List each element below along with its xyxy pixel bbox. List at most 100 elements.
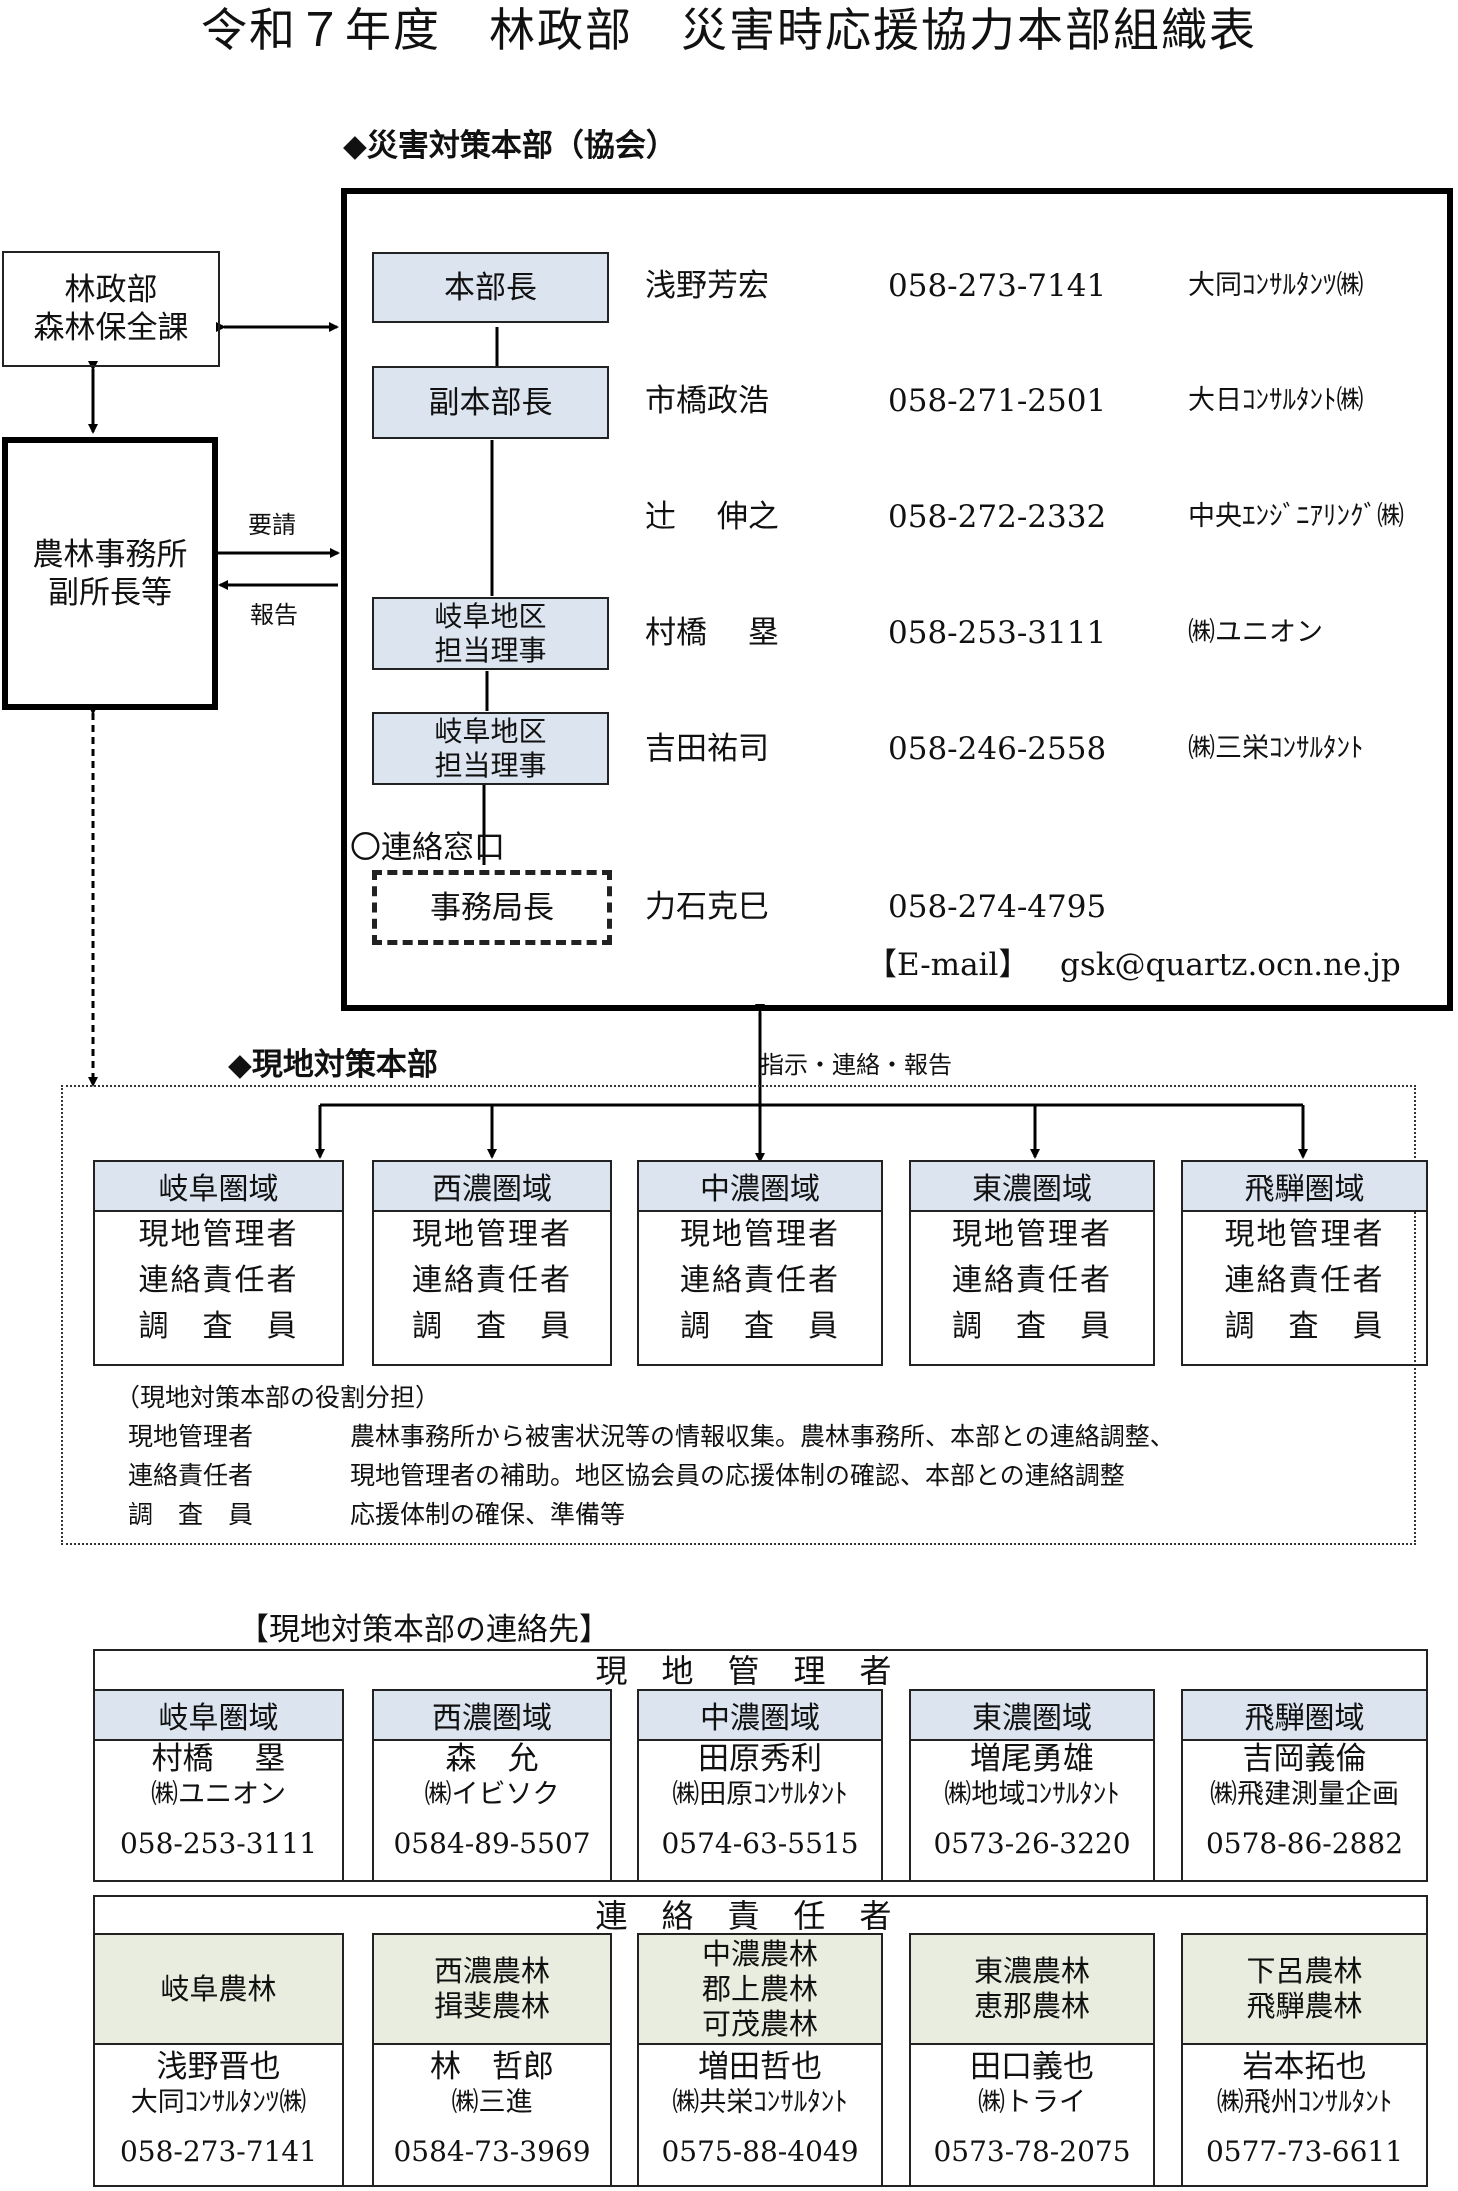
- region-role-4c: 調 査 員: [952, 1309, 1112, 1344]
- hq-phone-5: 058-246-2558: [888, 731, 1107, 767]
- manager-phone-2: 0584-89-5507: [393, 1827, 591, 1860]
- hq-company-2: 大日ｺﾝｻﾙﾀﾝﾄ㈱: [1188, 385, 1364, 416]
- hq-heading: ◆災害対策本部（協会）: [343, 128, 677, 164]
- region-card-4: 東濃圏域 現地管理者 連絡責任者 調 査 員: [909, 1160, 1155, 1366]
- manager-phone-3: 0574-63-5515: [661, 1827, 859, 1860]
- hq-role-box-1: 本部長: [372, 252, 609, 323]
- manager-phone-1: 058-253-3111: [119, 1827, 318, 1860]
- liaison-company-2: ㈱三進: [451, 2087, 533, 2118]
- hq-role-4: 岐阜地区 担当理事: [434, 599, 547, 667]
- hq-role-box-5: 岐阜地区 担当理事: [372, 712, 609, 785]
- manager-company-5: ㈱飛建測量企画: [1210, 1779, 1399, 1810]
- manager-company-2: ㈱イビソク: [424, 1779, 560, 1810]
- liaison-name-1: 浅野晋也: [156, 2049, 281, 2085]
- manager-phone-5: 0578-86-2882: [1205, 1827, 1404, 1860]
- liaison-company-4: ㈱トライ: [978, 2087, 1086, 2118]
- liaison-name-4: 田口義也: [970, 2049, 1094, 2085]
- duty-desc-2: 現地管理者の補助。地区協会員の応援体制の確認、本部との連絡調整: [350, 1461, 1125, 1490]
- hq-phone-2: 058-271-2501: [888, 383, 1107, 419]
- field-heading: ◆現地対策本部: [228, 1047, 438, 1083]
- duties-title: （現地対策本部の役割分担）: [115, 1383, 441, 1412]
- hq-role-box-2: 副本部長: [372, 366, 609, 439]
- hq-company-3: 中央ｴﾝｼﾞﾆｱﾘﾝｸﾞ㈱: [1188, 501, 1404, 532]
- region-role-1a: 現地管理者: [138, 1217, 299, 1252]
- liaison-card-4: 東濃農林 恵那農林 田口義也 ㈱トライ 0573-78-2075: [909, 1933, 1155, 2187]
- manager-name-4: 増尾勇雄: [970, 1741, 1094, 1777]
- liaison-phone-2: 0584-73-3969: [393, 2135, 591, 2168]
- liaison-company-3: ㈱共栄ｺﾝｻﾙﾀﾝﾄ: [672, 2087, 848, 2118]
- manager-region-1: 岐阜圏域: [95, 1691, 342, 1741]
- region-card-5: 飛騨圏域 現地管理者 連絡責任者 調 査 員: [1181, 1160, 1428, 1366]
- secretary-name: 力石克巳: [645, 889, 769, 925]
- region-role-3c: 調 査 員: [680, 1309, 840, 1344]
- contacts-heading: 【現地対策本部の連絡先】: [238, 1612, 610, 1648]
- hq-company-4: ㈱ユニオン: [1188, 617, 1323, 648]
- manager-company-4: ㈱地域ｺﾝｻﾙﾀﾝﾄ: [944, 1779, 1120, 1810]
- manager-region-4: 東濃圏域: [911, 1691, 1153, 1741]
- region-role-3a: 現地管理者: [680, 1217, 840, 1252]
- manager-name-5: 吉岡義倫: [1242, 1741, 1367, 1777]
- liaison-card-1: 岐阜農林 浅野晋也 大同ｺﾝｻﾙﾀﾝﾂ㈱ 058-273-7141: [93, 1933, 344, 2187]
- region-role-1c: 調 査 員: [138, 1309, 299, 1344]
- request-label: 要請: [248, 511, 296, 539]
- manager-region-2: 西濃圏域: [374, 1691, 610, 1741]
- hq-role-2: 副本部長: [428, 384, 553, 421]
- liaison-phone-1: 058-273-7141: [119, 2135, 318, 2168]
- hq-name-5: 吉田祐司: [645, 731, 769, 767]
- manager-card-3: 中濃圏域 田原秀利 ㈱田原ｺﾝｻﾙﾀﾝﾄ 0574-63-5515: [637, 1689, 883, 1882]
- liaison-offices-3: 中濃農林 郡上農林 可茂農林: [639, 1935, 881, 2045]
- office-label: 農林事務所 副所長等: [32, 536, 188, 611]
- region-name-3: 中濃圏域: [639, 1162, 881, 1212]
- hq-role-1: 本部長: [444, 269, 537, 306]
- liaison-phone-4: 0573-78-2075: [933, 2135, 1131, 2168]
- report-label: 報告: [250, 601, 298, 629]
- secretary-role-box: 事務局長: [372, 870, 612, 945]
- manager-card-4: 東濃圏域 増尾勇雄 ㈱地域ｺﾝｻﾙﾀﾝﾄ 0573-26-3220: [909, 1689, 1155, 1882]
- hq-company-1: 大同ｺﾝｻﾙﾀﾝﾂ㈱: [1188, 270, 1364, 301]
- manager-company-3: ㈱田原ｺﾝｻﾙﾀﾝﾄ: [672, 1779, 848, 1810]
- hq-name-4: 村橋 塁: [645, 615, 779, 651]
- duty-desc-3: 応援体制の確保、準備等: [350, 1500, 626, 1529]
- liaison-phone-5: 0577-73-6611: [1205, 2135, 1404, 2168]
- forest-dept-label: 林政部 森林保全課: [33, 272, 189, 346]
- region-role-2b: 連絡責任者: [412, 1263, 572, 1298]
- email-label: 【E-mail】: [866, 947, 1030, 983]
- region-name-5: 飛騨圏域: [1183, 1162, 1426, 1212]
- duty-desc-1: 農林事務所から被害状況等の情報収集。農林事務所、本部との連絡調整、: [350, 1422, 1175, 1451]
- region-role-4a: 現地管理者: [952, 1217, 1112, 1252]
- region-role-5a: 現地管理者: [1224, 1217, 1385, 1252]
- page-title: 令和７年度 林政部 災害時応援協力本部組織表: [201, 3, 1257, 57]
- liaison-offices-1: 岐阜農林: [95, 1935, 342, 2045]
- region-card-1: 岐阜圏域 現地管理者 連絡責任者 調 査 員: [93, 1160, 344, 1366]
- email-address[interactable]: gsk@quartz.ocn.ne.jp: [1060, 947, 1401, 983]
- liaison-name-3: 増田哲也: [698, 2049, 822, 2085]
- managers-label: 現地管理者: [595, 1652, 926, 1690]
- liaison-phone-3: 0575-88-4049: [661, 2135, 859, 2168]
- region-role-5b: 連絡責任者: [1224, 1263, 1385, 1298]
- hq-phone-3: 058-272-2332: [888, 499, 1107, 535]
- region-role-2a: 現地管理者: [412, 1217, 572, 1252]
- region-role-1b: 連絡責任者: [138, 1263, 299, 1298]
- contact-label: 〇連絡窓口: [350, 830, 505, 866]
- liaison-offices-4: 東濃農林 恵那農林: [911, 1935, 1153, 2045]
- liaison-offices-5: 下呂農林 飛騨農林: [1183, 1935, 1426, 2045]
- region-role-5c: 調 査 員: [1224, 1309, 1385, 1344]
- manager-card-1: 岐阜圏域 村橋 塁 ㈱ユニオン 058-253-3111: [93, 1689, 344, 1882]
- manager-card-5: 飛騨圏域 吉岡義倫 ㈱飛建測量企画 0578-86-2882: [1181, 1689, 1428, 1882]
- liaison-card-2: 西濃農林 揖斐農林 林 哲郎 ㈱三進 0584-73-3969: [372, 1933, 612, 2187]
- duty-role-1: 現地管理者: [128, 1422, 254, 1451]
- manager-name-1: 村橋 塁: [151, 1741, 286, 1777]
- hq-role-box-4: 岐阜地区 担当理事: [372, 597, 609, 670]
- instruction-label: 指示・連絡・報告: [760, 1051, 952, 1079]
- liaison-name-5: 岩本拓也: [1242, 2049, 1367, 2085]
- hq-role-5: 岐阜地区 担当理事: [434, 714, 547, 782]
- liaison-card-3: 中濃農林 郡上農林 可茂農林 増田哲也 ㈱共栄ｺﾝｻﾙﾀﾝﾄ 0575-88-4…: [637, 1933, 883, 2187]
- liaison-offices-2: 西濃農林 揖斐農林: [374, 1935, 610, 2045]
- region-name-2: 西濃圏域: [374, 1162, 610, 1212]
- region-name-1: 岐阜圏域: [95, 1162, 342, 1212]
- liaison-card-5: 下呂農林 飛騨農林 岩本拓也 ㈱飛州ｺﾝｻﾙﾀﾝﾄ 0577-73-6611: [1181, 1933, 1428, 2187]
- manager-card-2: 西濃圏域 森 允 ㈱イビソク 0584-89-5507: [372, 1689, 612, 1882]
- hq-phone-1: 058-273-7141: [888, 268, 1107, 304]
- region-role-4b: 連絡責任者: [952, 1263, 1112, 1298]
